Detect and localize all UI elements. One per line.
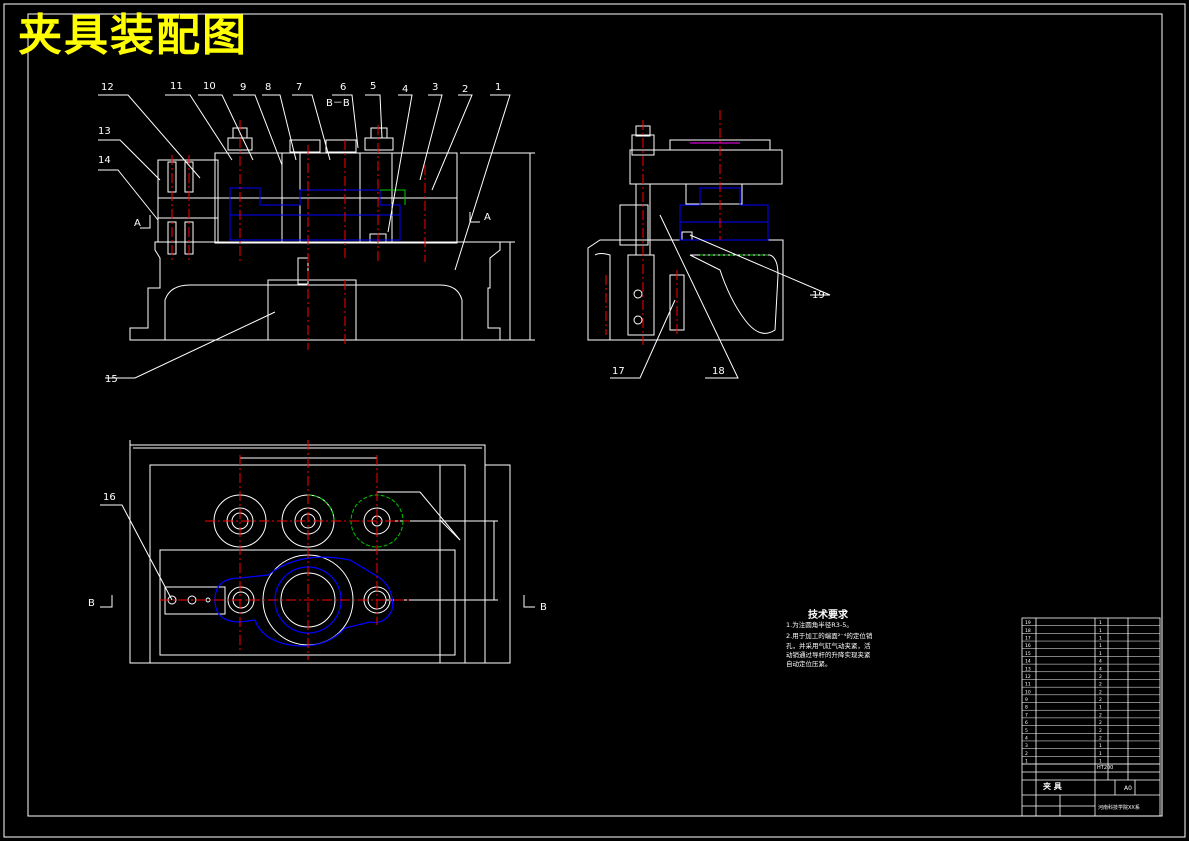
balloon-4: 4 (402, 84, 408, 95)
parts-row-no: 14 (1025, 659, 1031, 665)
title-block-text: HT200 夹 具 A0 河南科技学院XX系 (1043, 765, 1140, 811)
parts-row-qty: 4 (1099, 666, 1102, 672)
balloon-17: 17 (612, 366, 625, 377)
side-view-centerlines (605, 110, 721, 345)
top-view-blue (214, 556, 394, 647)
parts-row-qty: 4 (1099, 659, 1102, 665)
tech-line-3: 孔，并采用气缸气动夹紧，活 (786, 642, 871, 650)
parts-row-no: 16 (1025, 643, 1031, 649)
parts-row-no: 13 (1025, 666, 1031, 672)
drawing-name: 夹 具 (1043, 781, 1062, 791)
parts-row-qty: 2 (1099, 682, 1102, 688)
balloon-2: 2 (462, 84, 468, 95)
side-view (587, 125, 784, 341)
tech-line-2: 2.用于加工的端面²⁻⁴的定位销 (786, 632, 873, 640)
balloon-13: 13 (98, 126, 111, 137)
parts-row-no: 3 (1025, 743, 1028, 749)
parts-row-no: 2 (1025, 751, 1028, 757)
tech-line-5: 自动定位压紧。 (786, 660, 832, 668)
cut-label-a-right: A (484, 212, 491, 223)
balloon-3: 3 (432, 82, 438, 93)
parts-row-no: 19 (1025, 620, 1031, 626)
balloon-8: 8 (265, 82, 271, 93)
parts-row-qty: 1 (1099, 636, 1102, 642)
balloon-1: 1 (495, 82, 501, 93)
parts-row-qty: 2 (1099, 689, 1102, 695)
balloon-14: 14 (98, 155, 111, 166)
front-view-green (380, 189, 406, 205)
balloon-16: 16 (103, 492, 116, 503)
balloon-15: 15 (105, 374, 118, 385)
balloon-6: 6 (340, 82, 346, 93)
parts-row-qty: 2 (1099, 674, 1102, 680)
inner-frame (27, 13, 1163, 817)
leader-lines (98, 94, 831, 601)
front-view-hidden (229, 187, 401, 241)
parts-row-qty: 1 (1099, 643, 1102, 649)
parts-row-qty: 2 (1099, 735, 1102, 741)
top-view-centerlines (160, 440, 410, 660)
sheet-size: A0 (1124, 785, 1132, 792)
balloon-9: 9 (240, 82, 246, 93)
parts-row-qty: 1 (1099, 628, 1102, 634)
parts-row-no: 6 (1025, 720, 1028, 726)
cut-label-b-left: B (88, 598, 95, 609)
school-name: 河南科技学院XX系 (1098, 804, 1140, 811)
material-text: HT200 (1097, 765, 1113, 771)
parts-row-no: 11 (1025, 682, 1031, 688)
cut-marks-b (100, 595, 535, 608)
parts-row-qty: 1 (1099, 743, 1102, 749)
front-view (129, 127, 535, 341)
parts-row-qty: 1 (1099, 651, 1102, 657)
top-view (129, 440, 511, 664)
outer-frame (3, 3, 1186, 838)
front-view-centerlines (171, 120, 426, 350)
parts-row-no: 4 (1025, 735, 1028, 741)
parts-row-no: 10 (1025, 689, 1031, 695)
balloon-11: 11 (170, 81, 183, 92)
parts-row-qty: 2 (1099, 720, 1102, 726)
parts-row-qty: 1 (1099, 620, 1102, 626)
cut-marks-a (140, 212, 480, 229)
cut-label-a-left: A (134, 218, 141, 229)
parts-row-no: 5 (1025, 728, 1028, 734)
parts-row-no: 15 (1025, 651, 1031, 657)
tech-line-1: 1.为注圆角半径R3-5。 (786, 621, 853, 629)
parts-row-qty: 1 (1099, 759, 1102, 765)
section-label: B－B (326, 98, 350, 109)
balloon-5: 5 (370, 81, 376, 92)
balloon-18: 18 (712, 366, 725, 377)
balloon-12: 12 (101, 82, 114, 93)
parts-row-qty: 2 (1099, 697, 1102, 703)
parts-row-no: 8 (1025, 705, 1028, 711)
parts-row-no: 17 (1025, 636, 1031, 642)
parts-row-qty: 1 (1099, 705, 1102, 711)
parts-row-qty: 2 (1099, 712, 1102, 718)
balloon-10: 10 (203, 81, 216, 92)
tech-line-4: 动销通过导杆的升降实现夹紧 (786, 651, 871, 659)
tech-requirements-title: 技术要求 (808, 610, 848, 621)
balloon-7: 7 (296, 82, 302, 93)
parts-row-qty: 2 (1099, 728, 1102, 734)
parts-row-no: 7 (1025, 712, 1028, 718)
parts-row-qty: 1 (1099, 751, 1102, 757)
cut-label-b-right: B (540, 602, 547, 613)
parts-row-no: 12 (1025, 674, 1031, 680)
parts-row-no: 9 (1025, 697, 1028, 703)
balloon-19: 19 (812, 290, 825, 301)
balloon-labels: 12 11 10 9 8 7 6 5 4 3 2 1 13 14 15 16 1… (88, 81, 825, 613)
drawing-title: 夹具装配图 (18, 10, 248, 61)
side-view-hidden (679, 187, 769, 241)
parts-row-no: 1 (1025, 759, 1028, 765)
parts-row-no: 18 (1025, 628, 1031, 634)
